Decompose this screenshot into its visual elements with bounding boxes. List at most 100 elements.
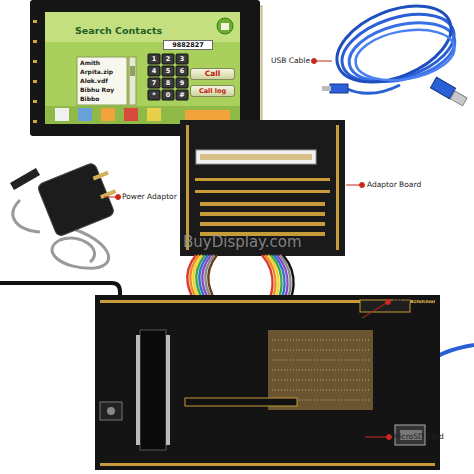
- usb-cable: [330, 84, 348, 93]
- callout-leader: [360, 183, 365, 188]
- lcd-module: [33, 80, 37, 83]
- callout-leader: [387, 435, 392, 440]
- power-adaptor: [37, 162, 115, 237]
- contact-name: Bibbo: [80, 96, 99, 102]
- node-text: Search Contacts: [75, 26, 162, 36]
- lcd-module: [30, 0, 260, 136]
- power-adaptor: [13, 200, 40, 232]
- adaptor-board: [200, 154, 312, 160]
- mcu-board: [136, 335, 170, 445]
- node-text: Call: [205, 70, 221, 78]
- lcd-module: [30, 0, 260, 136]
- lcd-module: [176, 66, 188, 76]
- call-log-button: Call log: [190, 85, 235, 97]
- lcd-module: [148, 54, 160, 64]
- key-digit: 2: [162, 54, 174, 64]
- lcd-module: [33, 40, 37, 43]
- lcd-module: [33, 20, 37, 23]
- mcu-board: [166, 335, 170, 445]
- lcd-module: [162, 54, 174, 64]
- lcd-module: [148, 90, 160, 100]
- usb-cable: [430, 77, 455, 98]
- lcd-module: [124, 108, 138, 121]
- contact-name: Bibhu Roy: [80, 87, 114, 93]
- usb-cable: [322, 86, 331, 91]
- callout-label: Power Adaptor: [122, 193, 177, 201]
- key-digit: 4: [148, 66, 160, 76]
- contact-name: Arpita.zip: [80, 69, 113, 75]
- callout-leader: [104, 59, 392, 440]
- call-button: Call: [190, 68, 235, 80]
- usb-cable: [345, 85, 400, 93]
- mcu-board: [272, 340, 370, 400]
- lcd-module: [33, 100, 37, 103]
- power-adaptor: [10, 159, 123, 268]
- adaptor-board: [186, 125, 339, 250]
- callout-label: USB Cable: [271, 57, 310, 65]
- mcu-board: [95, 295, 440, 470]
- lcd-module: [45, 12, 240, 124]
- key-digit: 9: [176, 78, 188, 88]
- adaptor-board: [200, 202, 325, 206]
- adaptor-board: [180, 120, 345, 256]
- adaptor-board: [336, 125, 339, 250]
- mcu-board: [140, 330, 166, 450]
- callout-label: Adaptor Board: [367, 181, 421, 189]
- mcu-board: [272, 340, 370, 400]
- lcd-module: [147, 108, 161, 121]
- lcd-module: [129, 57, 136, 105]
- node-text: 9882827: [172, 42, 204, 49]
- callout-leader: [365, 437, 389, 438]
- key-digit: *: [148, 90, 160, 100]
- mcu-board: [136, 335, 140, 445]
- callout-label: MicroSD Card: [393, 433, 444, 441]
- power-adaptor: [100, 189, 116, 199]
- adaptor-board: [195, 178, 330, 236]
- callout-leader: [116, 195, 121, 200]
- watermark: BuyDisplay.com: [183, 235, 302, 250]
- lcd-module: [176, 90, 188, 100]
- number-field: 9882827: [163, 40, 213, 50]
- lcd-module: [162, 66, 174, 76]
- contact-name: Amith: [80, 60, 100, 66]
- callout-leader: [386, 300, 391, 305]
- mcu-board: [185, 398, 297, 406]
- lcd-module: [33, 120, 37, 123]
- lcd-module: [148, 78, 160, 88]
- key-digit: #: [176, 90, 188, 100]
- lcd-module: [148, 54, 188, 100]
- lcd-module: [217, 18, 233, 34]
- node-text: Call log: [199, 88, 226, 95]
- lcd-module: [78, 108, 92, 121]
- lcd-module: [33, 20, 37, 123]
- adaptor-board: [195, 178, 330, 181]
- power-adaptor: [93, 171, 109, 181]
- lcd-module: [148, 66, 160, 76]
- lcd-module: [101, 108, 115, 121]
- contact-name: Alok.vdf: [80, 78, 108, 84]
- mcu-board: [100, 463, 435, 466]
- lcd-module: [221, 23, 229, 30]
- adaptor-board: [180, 120, 345, 256]
- mcu-board: [100, 402, 122, 420]
- lcd-module: [162, 78, 174, 88]
- key-digit: 1: [148, 54, 160, 64]
- lcd-module: [33, 60, 37, 63]
- callout-leader: [312, 59, 317, 64]
- adaptor-board: [195, 190, 330, 193]
- lcd-module: [176, 54, 188, 64]
- power-adaptor: [37, 159, 124, 238]
- lcd-module: [162, 90, 174, 100]
- mcu-board: [100, 300, 435, 466]
- adaptor-board: [196, 150, 316, 164]
- key-digit: 3: [176, 54, 188, 64]
- lcd-module: [55, 108, 69, 121]
- lcd-module: [130, 66, 135, 76]
- adaptor-board: [200, 222, 325, 226]
- key-digit: 6: [176, 66, 188, 76]
- callout-leader: [362, 302, 388, 318]
- adaptor-board: [186, 125, 189, 250]
- callout-label: MCU Board: [393, 298, 435, 306]
- usb-cable: [450, 91, 467, 106]
